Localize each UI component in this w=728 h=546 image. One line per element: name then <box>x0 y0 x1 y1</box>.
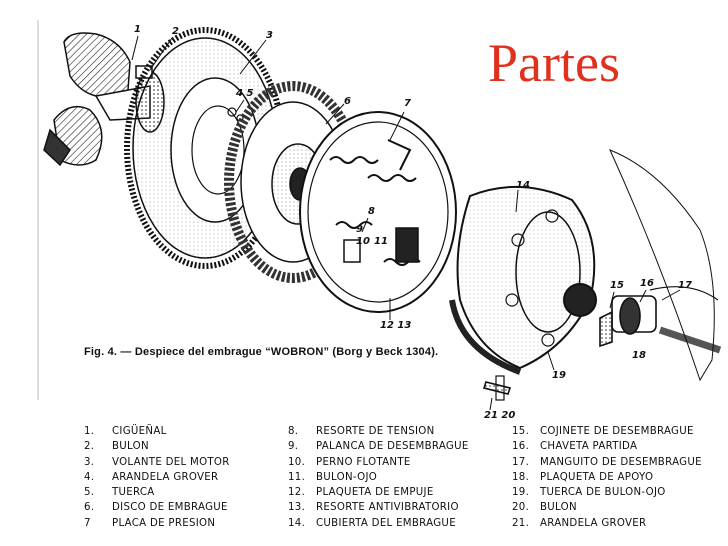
legend-label: PLAQUETA DE EMPUJE <box>316 487 434 499</box>
legend-number: 3. <box>84 456 95 468</box>
legend-label: CHAVETA PARTIDA <box>540 441 638 453</box>
legend-number: 9. <box>288 441 299 453</box>
legend-item: 2. BULON <box>84 439 230 454</box>
callout-17: 17 <box>678 280 692 291</box>
legend-number: 7 <box>84 517 91 529</box>
pressure-plate <box>299 111 457 313</box>
legend-number: 4. <box>84 471 95 483</box>
legend-number: 8. <box>288 426 299 437</box>
legend-item: 11. BULON-OJO <box>288 470 469 485</box>
legend-label: TUERCA <box>112 487 155 499</box>
legend-item: 17. MANGUITO DE DESEMBRAGUE <box>512 455 702 470</box>
legend-label: ARANDELA GROVER <box>112 471 219 483</box>
legend-number: 21. <box>512 517 530 529</box>
legend-number: 20. <box>512 502 530 514</box>
callout-1: 1 <box>134 24 141 35</box>
legend-column-2: 8. RESORTE DE TENSION 9. PALANCA DE DESEMB… <box>288 424 469 531</box>
legend-label: CUBIERTA DEL EMBRAGUE <box>316 517 456 529</box>
legend-item: 16. CHAVETA PARTIDA <box>512 439 702 454</box>
bolt-washer <box>482 375 512 401</box>
legend-label: BULON <box>540 502 577 514</box>
clutch-cover <box>449 185 597 375</box>
legend-label: DISCO DE EMBRAGUE <box>112 502 228 514</box>
legend-number: 1. <box>84 426 95 437</box>
legend-label: ARANDELA GROVER <box>540 517 647 529</box>
legend-label: PLAQUETA DE APOYO <box>540 471 654 483</box>
legend-label: CIGÜEÑAL <box>112 426 167 437</box>
callout-14: 14 <box>516 180 530 191</box>
callout-9: 9 <box>356 224 363 235</box>
legend-item: 10. PERNO FLOTANTE <box>288 455 469 470</box>
legend-label: COJINETE DE DESEMBRAGUE <box>540 426 694 437</box>
legend-item: 15. COJINETE DE DESEMBRAGUE <box>512 424 702 439</box>
legend-item: 5. TUERCA <box>84 485 230 500</box>
callout-2: 2 <box>172 26 179 37</box>
callout-3: 3 <box>266 30 273 41</box>
page-title: Partes <box>488 33 620 93</box>
legend-number: 5. <box>84 487 95 499</box>
legend-label: PLACA DE PRESION <box>112 517 216 529</box>
legend-label: RESORTE DE TENSION <box>316 426 435 437</box>
legend-item: 7 PLACA DE PRESION <box>84 516 230 531</box>
callout-16: 16 <box>640 278 654 289</box>
legend-number: 11. <box>288 471 306 483</box>
legend-number: 10. <box>288 456 306 468</box>
housing-outline <box>609 149 715 382</box>
legend-label: RESORTE ANTIVIBRATORIO <box>316 502 459 514</box>
legend-label: BULON <box>112 441 149 453</box>
legend-label: BULON-OJO <box>316 471 378 483</box>
legend-number: 17. <box>512 456 530 468</box>
legend-item: 3. VOLANTE DEL MOTOR <box>84 455 230 470</box>
legend-item: 13. RESORTE ANTIVIBRATORIO <box>288 500 469 515</box>
legend-number: 15. <box>512 426 530 437</box>
release-bearing <box>599 286 722 354</box>
legend-item: 9. PALANCA DE DESEMBRAGUE <box>288 439 469 454</box>
callout-18: 18 <box>632 350 646 361</box>
callout-19: 19 <box>552 370 566 381</box>
legend-number: 6. <box>84 502 95 514</box>
flywheel <box>124 27 286 269</box>
callout-10: 10 <box>356 236 370 247</box>
legend-item: 18. PLAQUETA DE APOYO <box>512 470 702 485</box>
legend-item: 14. CUBIERTA DEL EMBRAGUE <box>288 516 469 531</box>
figure-caption: Fig. 4. — Despiece del embrague “WOBRON”… <box>84 346 439 358</box>
legend-item: 21. ARANDELA GROVER <box>512 516 702 531</box>
legend-label: PERNO FLOTANTE <box>316 456 411 468</box>
callout-4-5: 4 5 <box>236 88 254 99</box>
legend-column-3: 15. COJINETE DE DESEMBRAGUE 16. CHAVETA PA… <box>512 424 702 531</box>
callout-12-13: 12 13 <box>380 320 412 331</box>
legend-column-1: 1. CIGÜEÑAL 2. BULON 3. VOLANTE DEL MOTOR 4… <box>84 424 230 531</box>
callout-11: 11 <box>374 236 388 247</box>
callout-7: 7 <box>404 98 411 109</box>
legend-item: 12. PLAQUETA DE EMPUJE <box>288 485 469 500</box>
legend-label: VOLANTE DEL MOTOR <box>112 456 230 468</box>
legend-label: TUERCA DE BULON-OJO <box>540 487 666 499</box>
legend-number: 12. <box>288 487 306 499</box>
legend-item: 20. BULON <box>512 500 702 515</box>
legend-number: 18. <box>512 471 530 483</box>
legend-label: PALANCA DE DESEMBRAGUE <box>316 441 469 453</box>
callout-8: 8 <box>368 206 375 217</box>
legend-item: 6. DISCO DE EMBRAGUE <box>84 500 230 515</box>
legend-number: 13. <box>288 502 306 514</box>
legend-item: 1. CIGÜEÑAL <box>84 424 230 439</box>
legend-item: 4. ARANDELA GROVER <box>84 470 230 485</box>
callout-15: 15 <box>610 280 624 291</box>
callout-21-20: 21 20 <box>484 410 516 421</box>
legend-number: 16. <box>512 441 530 453</box>
callout-6: 6 <box>344 96 351 107</box>
legend-item: 8. RESORTE DE TENSION <box>288 424 469 439</box>
legend-label: MANGUITO DE DESEMBRAGUE <box>540 456 702 468</box>
legend-number: 14. <box>288 517 306 529</box>
legend-number: 19. <box>512 487 530 499</box>
legend-number: 2. <box>84 441 95 453</box>
leader-lines <box>131 35 681 411</box>
legend-item: 19. TUERCA DE BULON-OJO <box>512 485 702 500</box>
